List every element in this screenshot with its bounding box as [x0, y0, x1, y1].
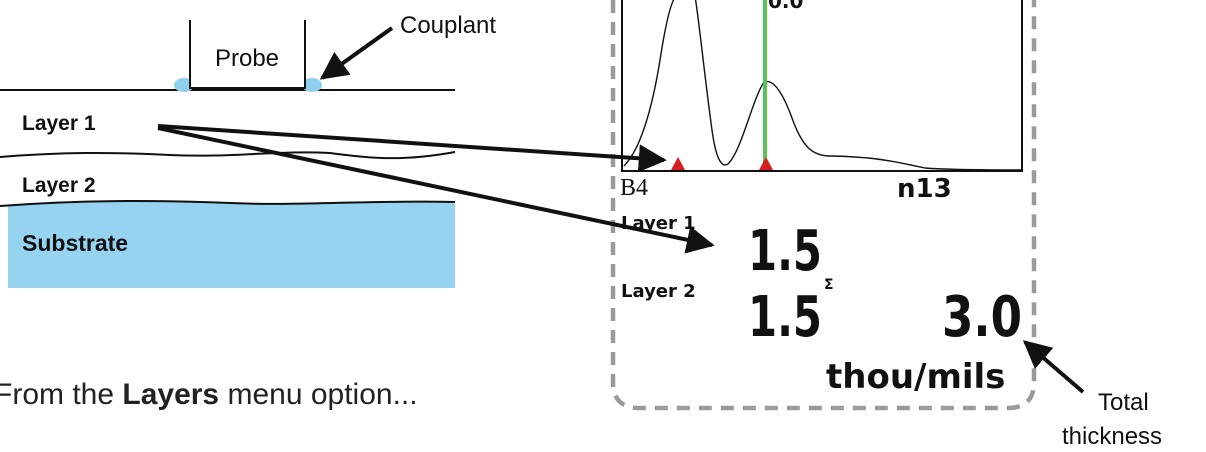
- echo-marker-1: [671, 157, 685, 170]
- total-label-line1: Total: [1098, 389, 1149, 416]
- gate-label: B4: [620, 175, 648, 201]
- layer1-to-value-arrow: [157, 126, 715, 254]
- layer1-to-echo-arrow: [157, 124, 667, 173]
- probe: [189, 20, 306, 89]
- ascan-waveform: [623, 0, 1023, 171]
- display-layer1-label: Layer 1: [621, 213, 696, 234]
- total-label-line2: thickness: [1062, 423, 1162, 450]
- gate-value: 0.0: [768, 0, 803, 13]
- unit: thou/mils: [826, 357, 1005, 397]
- caption-bold: Layers: [122, 378, 219, 411]
- gauge-display: 0.0 B4 n13 Layer 1 1.5 Layer 2 1.5 Σ 3.0…: [610, 0, 1037, 411]
- ascan-box: [621, 0, 1023, 172]
- total-thickness-arrow: [1022, 340, 1085, 394]
- layer1-boundary: [0, 151, 456, 160]
- substrate-boundary: [0, 200, 456, 207]
- layer1-value: 1.5: [748, 219, 822, 284]
- range-label: n13: [897, 174, 952, 204]
- unit-primary: thou: [826, 357, 914, 397]
- display-layer2-label: Layer 2: [621, 281, 696, 302]
- caption-suffix: menu option...: [219, 378, 417, 411]
- substrate: [8, 201, 455, 288]
- unit-secondary: /mils: [914, 357, 1005, 397]
- couplant-right: [302, 78, 322, 92]
- caption-prefix: From the: [0, 378, 122, 411]
- layer2-label: Layer 2: [22, 174, 96, 197]
- echo-marker-2: [759, 157, 773, 170]
- substrate-label: Substrate: [22, 230, 128, 256]
- caption: From the Layers menu option...: [0, 378, 418, 411]
- sum-symbol: Σ: [824, 277, 834, 293]
- couplant-arrow: [319, 26, 394, 80]
- total-value: 3.0: [942, 285, 1022, 350]
- probe-label: Probe: [215, 45, 279, 72]
- cross-section: Probe Couplant Layer 1 Layer 2 Substrate: [0, 12, 496, 288]
- layer1-label: Layer 1: [22, 112, 96, 135]
- layer2-value: 1.5: [748, 285, 822, 350]
- couplant-label: Couplant: [400, 12, 496, 39]
- display-frame: [610, 0, 1037, 411]
